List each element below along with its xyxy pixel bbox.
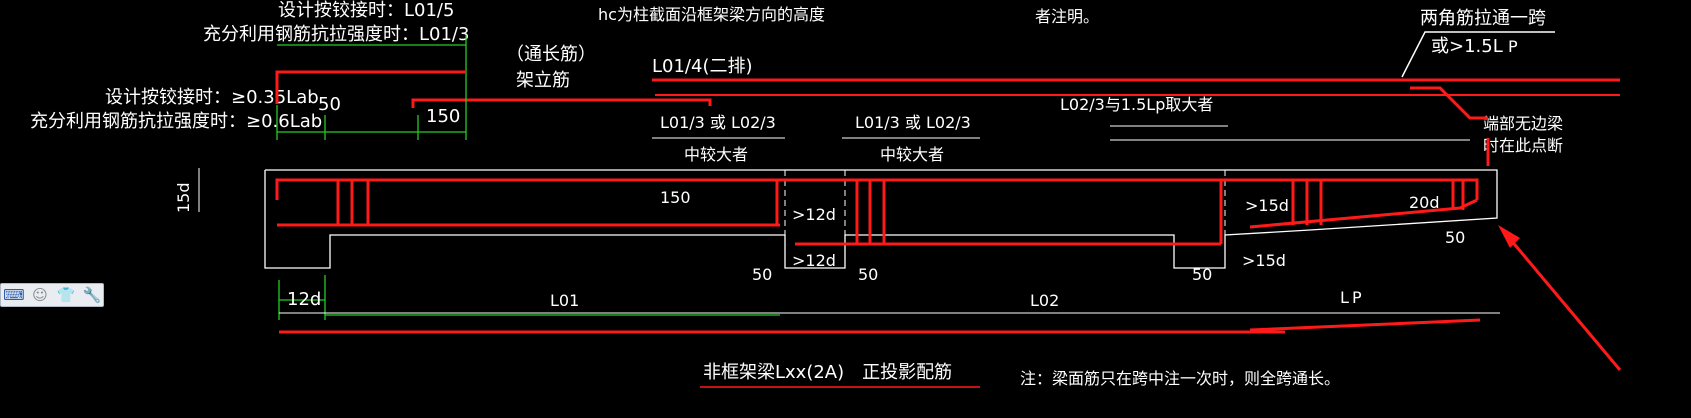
l02-3-label: L02/3与1.5Lp取大者 [1060, 95, 1213, 114]
dim-50-top: 50 [318, 94, 341, 115]
or-15lp-label: 或>1.5L [1431, 36, 1503, 57]
dim-150-inner: 150 [660, 188, 691, 207]
user-icon[interactable]: ☺ [32, 286, 48, 304]
l01-4-label: L01/4(二排) [652, 56, 753, 77]
full-use-top-label: 充分利用钢筋抗拉强度时：L01/3 [203, 24, 469, 45]
shirt-icon[interactable]: 👕 [56, 286, 76, 304]
wrench-icon[interactable]: 🔧 [82, 286, 102, 304]
keyboard-icon[interactable]: ⌨ [3, 286, 25, 304]
dim-50-a: 50 [752, 265, 772, 284]
design-hinge-top-label: 设计按铰接时：L01/5 [278, 0, 454, 21]
corner-note: 者注明。 [1035, 7, 1099, 26]
design-hinge-label: 设计按铰接时：≥0.35Lab [105, 87, 319, 108]
l01-3-or-label-1: L01/3 或 L02/3 [660, 113, 776, 132]
stirrups [336, 180, 1465, 244]
ge15d-lower: >15d [1242, 251, 1286, 270]
zhong-jiao-label-2: 中较大者 [880, 145, 944, 164]
lp-bottom: L [1340, 288, 1349, 307]
or-15lp-sub: P [1508, 37, 1518, 56]
two-corner-label: 两角筋拉通一跨 [1420, 8, 1546, 29]
d20-label: 20d [1409, 193, 1440, 212]
jia-li-label: 架立筋 [516, 70, 570, 91]
d12-bottom: 12d [287, 289, 321, 310]
erect-rebar [411, 98, 712, 108]
cad-toolbar: ⌨ ☺ 👕 🔧 [0, 283, 104, 307]
annotation-arrow-head [1498, 225, 1520, 248]
dim-50-c: 50 [1192, 265, 1212, 284]
l01-bottom: L01 [550, 291, 579, 310]
corner-leader-line [1401, 31, 1555, 78]
lp-bottom-sub: P [1352, 288, 1362, 307]
dim-50-b: 50 [858, 265, 878, 284]
ge15d-upper: >15d [1245, 196, 1289, 215]
left-top-rebar [275, 70, 465, 104]
end-no-beam-label-1: 端部无边梁 [1483, 114, 1563, 133]
dim-150-top: 150 [426, 106, 460, 127]
bottom-red-rebar-right [1249, 318, 1481, 332]
drawing-title: 非框架梁Lxx(2A) 正投影配筋 [703, 362, 952, 383]
ge12d-upper: >12d [792, 205, 836, 224]
zhong-jiao-label-1: 中较大者 [684, 145, 748, 164]
l01-3-or-label-2: L01/3 或 L02/3 [855, 113, 971, 132]
annotation-arrow-line [1503, 232, 1622, 371]
tong-chang-label: （通长筋） [506, 44, 596, 65]
d15-label: 15d [174, 182, 193, 213]
ge12d-lower: >12d [792, 251, 836, 270]
end-no-beam-label-2: 时在此点断 [1483, 136, 1563, 155]
drawing-note: 注：梁面筋只在跨中注一次时，则全跨通长。 [1020, 369, 1340, 388]
beam-outline [264, 169, 1498, 269]
full-use-label: 充分利用钢筋抗拉强度时：≥0.6Lab [30, 111, 322, 132]
top-main-rebar [275, 178, 1479, 200]
corner-rebar-right [1410, 86, 1488, 120]
hc-note: hc为柱截面沿框架梁方向的高度 [598, 5, 825, 24]
dim-50-right: 50 [1445, 228, 1465, 247]
l02-bottom: L02 [1030, 291, 1059, 310]
